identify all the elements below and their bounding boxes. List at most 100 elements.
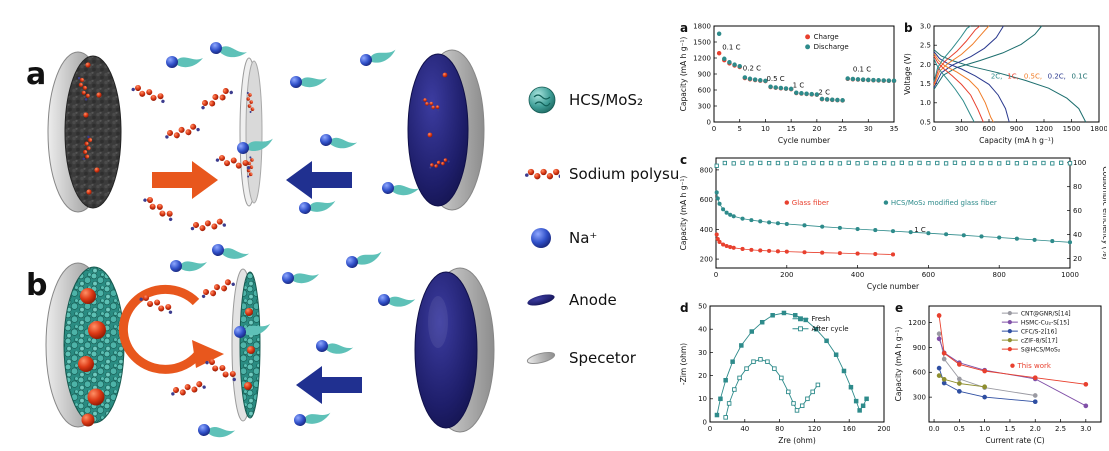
curved-orange-arrow: [118, 284, 224, 374]
legend-item-separator: Specetor: [524, 342, 636, 374]
svg-text:30: 30: [864, 125, 873, 133]
legend-label-hcs-mos2: HCS/MoS₂: [569, 91, 643, 109]
svg-text:CNT@GNR/S[14]: CNT@GNR/S[14]: [1021, 311, 1071, 318]
modified-separator-disc: [231, 268, 261, 422]
svg-text:2.5: 2.5: [920, 42, 931, 50]
hcs-mos2-sphere-icon: [528, 86, 556, 114]
svg-text:2.0: 2.0: [1030, 425, 1041, 433]
svg-text:600: 600: [922, 271, 935, 279]
panel-b-label: b: [26, 268, 47, 303]
svg-text:0: 0: [714, 271, 718, 279]
svg-text:2.5: 2.5: [1055, 425, 1066, 433]
svg-text:200: 200: [877, 425, 890, 433]
svg-text:Cycle number: Cycle number: [778, 136, 831, 145]
svg-text:10: 10: [761, 125, 770, 133]
svg-text:0.1C: 0.1C: [1072, 72, 1088, 80]
panel-a-label: a: [26, 57, 46, 92]
svg-text:Current rate (C): Current rate (C): [985, 436, 1044, 445]
svg-text:20: 20: [698, 372, 707, 380]
svg-text:0: 0: [703, 418, 707, 426]
svg-text:0.5: 0.5: [920, 118, 931, 126]
svg-text:Capacity (mA h g⁻¹): Capacity (mA h g⁻¹): [679, 176, 688, 251]
svg-text:600: 600: [913, 369, 926, 377]
svg-text:900: 900: [698, 70, 711, 78]
svg-text:600: 600: [982, 125, 995, 133]
svg-text:Charge: Charge: [814, 33, 839, 41]
svg-text:0: 0: [932, 125, 936, 133]
svg-text:Capacity (mA h g⁻¹): Capacity (mA h g⁻¹): [979, 136, 1054, 145]
svg-text:2C,: 2C,: [991, 72, 1003, 80]
svg-text:800: 800: [993, 271, 1006, 279]
svg-text:1200: 1200: [693, 54, 711, 62]
svg-text:30: 30: [698, 349, 707, 357]
svg-text:0: 0: [712, 125, 716, 133]
svg-text:120: 120: [808, 425, 821, 433]
schematic-legend: HCS/MoS₂ Sodium polysulfides Na⁺ Anode S…: [524, 0, 720, 451]
svg-text:Capacity (mA h g⁻¹): Capacity (mA h g⁻¹): [679, 37, 688, 112]
svg-text:400: 400: [851, 271, 864, 279]
cathode-disc: [47, 51, 122, 213]
svg-text:a: a: [680, 21, 688, 35]
svg-text:1200: 1200: [908, 319, 926, 327]
svg-text:2.0: 2.0: [920, 61, 931, 69]
svg-text:200: 200: [700, 255, 713, 263]
separator-disc: [239, 57, 263, 207]
svg-text:300: 300: [955, 125, 968, 133]
svg-text:This work: This work: [1016, 362, 1051, 370]
svg-text:40: 40: [1073, 231, 1082, 239]
svg-text:0.2 C: 0.2 C: [743, 65, 761, 73]
svg-text:0.5 C: 0.5 C: [766, 75, 784, 83]
svg-text:50: 50: [698, 302, 707, 310]
svg-text:HSMC-Cu₂-S[15]: HSMC-Cu₂-S[15]: [1021, 320, 1070, 327]
svg-text:0.5: 0.5: [954, 425, 965, 433]
anode-disc-b: [414, 267, 495, 433]
svg-text:20: 20: [812, 125, 821, 133]
svg-text:1200: 1200: [1035, 125, 1053, 133]
legend-label-na: Na⁺: [569, 229, 598, 247]
svg-text:40: 40: [698, 326, 707, 334]
svg-text:e: e: [895, 301, 903, 315]
svg-text:1.5: 1.5: [920, 80, 931, 88]
svg-text:10: 10: [698, 395, 707, 403]
anode-disc-icon: [527, 294, 555, 306]
svg-text:d: d: [680, 301, 689, 315]
svg-text:Capacity (mA h g⁻¹): Capacity (mA h g⁻¹): [894, 327, 903, 402]
svg-text:0: 0: [708, 425, 712, 433]
svg-text:0.1 C: 0.1 C: [722, 44, 740, 52]
svg-text:3.0: 3.0: [920, 22, 931, 30]
svg-text:0.2C,: 0.2C,: [1048, 72, 1066, 80]
svg-text:1800: 1800: [1090, 125, 1107, 133]
svg-text:100: 100: [1073, 159, 1086, 167]
svg-text:2 C: 2 C: [818, 89, 830, 97]
svg-text:600: 600: [698, 86, 711, 94]
svg-text:1500: 1500: [693, 38, 711, 46]
svg-text:35: 35: [890, 125, 899, 133]
svg-text:Discharge: Discharge: [814, 43, 849, 51]
svg-text:0.1 C: 0.1 C: [853, 66, 871, 74]
svg-text:Coulombic efficiency (%): Coulombic efficiency (%): [1101, 166, 1106, 259]
svg-text:300: 300: [913, 394, 926, 402]
svg-text:40: 40: [740, 425, 749, 433]
svg-text:After cycle: After cycle: [811, 325, 848, 333]
svg-text:S@HCS/MoS₂: S@HCS/MoS₂: [1021, 347, 1061, 354]
polysulfide-chain-icon: [525, 168, 560, 180]
legend-label-anode: Anode: [569, 291, 617, 309]
svg-text:Fresh: Fresh: [811, 315, 830, 323]
blue-arrow-left-b: [296, 366, 362, 404]
legend-label-separator: Specetor: [569, 349, 636, 367]
svg-text:60: 60: [1073, 207, 1082, 215]
svg-text:600: 600: [700, 196, 713, 204]
svg-text:cZIF-8/S[17]: cZIF-8/S[17]: [1021, 338, 1058, 345]
svg-text:1 C: 1 C: [793, 82, 805, 90]
legend-item-na: Na⁺: [524, 222, 597, 254]
coated-cathode-disc: [45, 262, 125, 428]
svg-text:15: 15: [787, 125, 796, 133]
svg-text:Voltage (V): Voltage (V): [903, 53, 912, 95]
svg-text:200: 200: [780, 271, 793, 279]
svg-text:400: 400: [700, 226, 713, 234]
